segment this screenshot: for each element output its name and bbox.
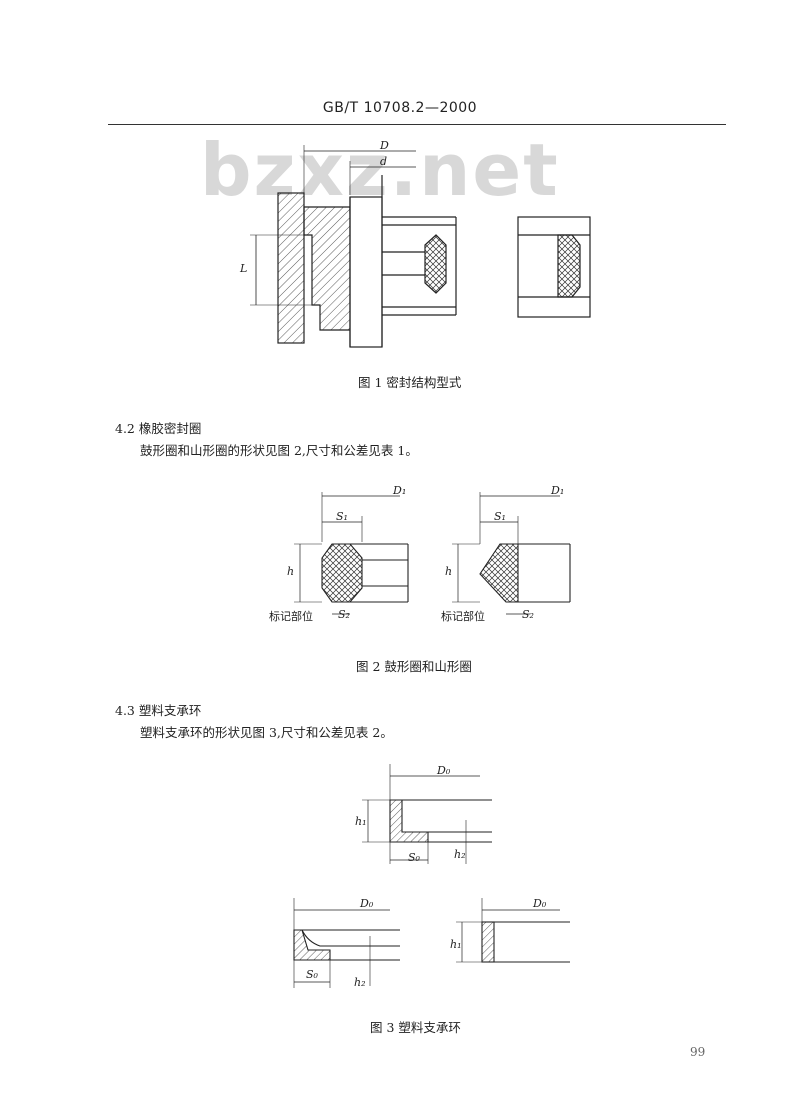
figure-2-drawing [294,492,571,615]
fig2-left-h-label: h [287,565,295,578]
fig2-right-mark-label: 标记部位 [441,610,485,623]
fig3-top-h1-label: h₁ [355,815,367,828]
fig3-right-D0-label: D₀ [533,897,547,910]
fig3-left-D0-label: D₀ [360,897,374,910]
fig3-left-h2-label: h₂ [354,976,366,989]
fig2-right-S1-label: S₁ [494,510,506,523]
fig2-left-D1-label: D₁ [393,484,407,497]
fig3-left-S0-label: S₀ [306,968,318,981]
section-4-3-heading: 4.3 塑料支承环 [115,703,202,718]
fig2-right-D1-label: D₁ [551,484,565,497]
figure-2-caption: 图 2 鼓形圈和山形圈 [356,659,472,674]
section-4-2-heading: 4.2 橡胶密封圈 [115,421,202,436]
page-number: 99 [690,1045,706,1059]
page-header: GB/T 10708.2—2000 [322,100,478,116]
section-4-3-body: 塑料支承环的形状见图 3,尺寸和公差见表 2。 [140,725,393,740]
fig2-left-S2-label: S₂ [338,608,350,621]
fig3-top-S0-label: S₀ [408,851,420,864]
figure-3-drawing [293,764,570,988]
header-rule [108,124,726,126]
dim-d-label: d [380,155,388,168]
fig2-left-mark-label: 标记部位 [269,610,313,623]
fig3-top-h2-label: h₂ [454,848,466,861]
fig2-right-h-label: h [445,565,453,578]
fig3-right-h1-label: h₁ [450,938,462,951]
fig3-top-D0-label: D₀ [437,764,451,777]
figure-3-caption: 图 3 塑料支承环 [370,1020,461,1035]
dim-D-label: D [380,139,389,152]
fig2-left-S1-label: S₁ [336,510,348,523]
section-4-2-body: 鼓形圈和山形圈的形状见图 2,尺寸和公差见表 1。 [140,443,418,458]
figure-1-drawing [250,145,591,348]
figure-1-caption: 图 1 密封结构型式 [358,375,462,390]
dim-L-label: L [240,262,248,275]
fig2-right-S2-label: S₂ [522,608,534,621]
